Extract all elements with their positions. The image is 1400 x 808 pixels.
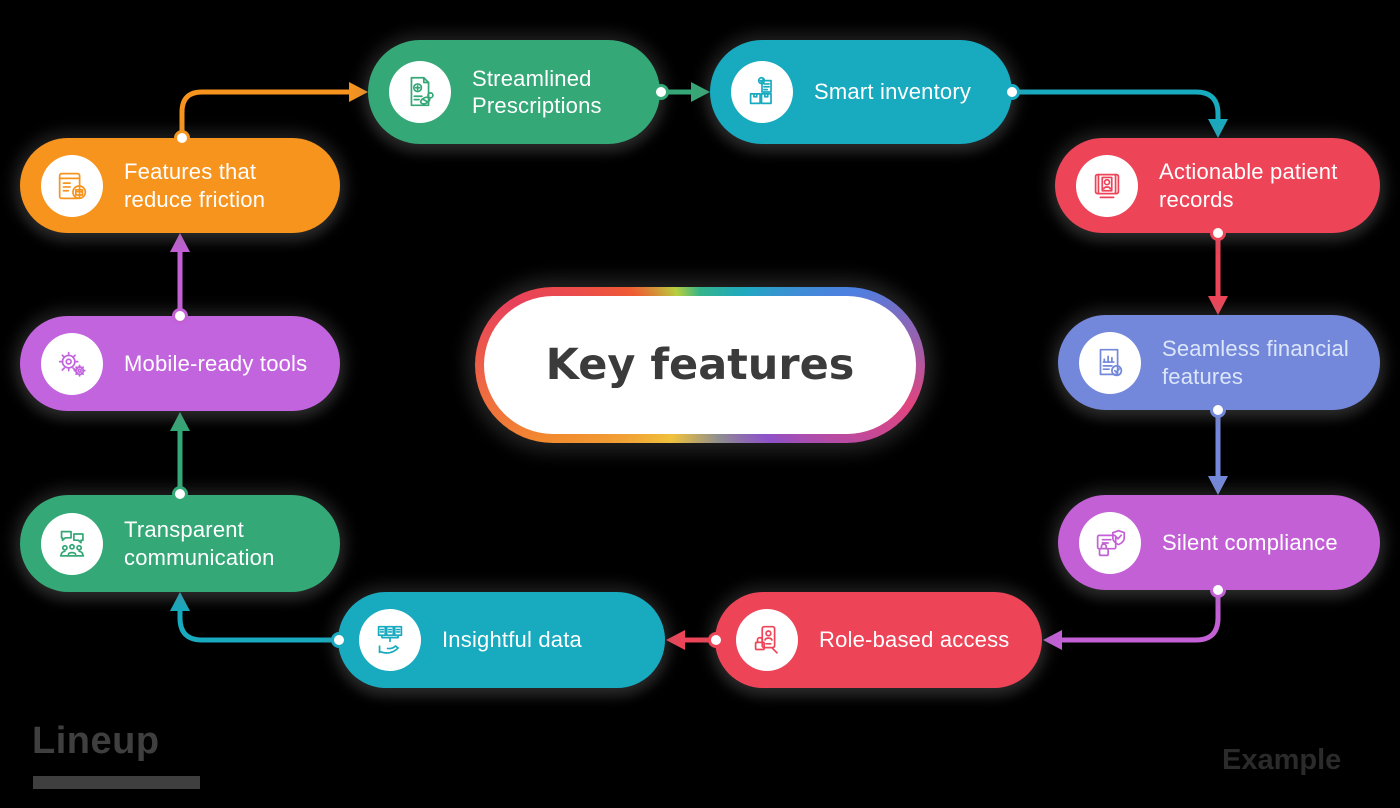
- financial-report-icon: [1079, 331, 1141, 394]
- diagram-title: Key features: [545, 340, 855, 390]
- node-smart-inventory: Smart inventory: [710, 40, 1012, 144]
- arrowhead-data: [666, 630, 685, 650]
- node-label: Mobile-ready tools: [124, 350, 308, 376]
- node-role-based-access: Role-based access: [715, 592, 1042, 688]
- footer-logo-wordmark: Lineup: [32, 720, 160, 762]
- node-label: Silent compliance: [1162, 529, 1338, 555]
- node-label: Insightful data: [442, 627, 582, 653]
- connector-data-communication: [177, 609, 338, 643]
- center-capsule: Key features: [484, 296, 916, 434]
- connector-friction-prescriptions: [179, 89, 350, 132]
- node-transparent-communication: Transparent communication: [20, 495, 340, 592]
- inventory-boxes-icon: [731, 61, 793, 123]
- arrowhead-inventory: [691, 82, 710, 102]
- arrowhead-prescriptions: [349, 82, 368, 102]
- node-streamlined-prescriptions: Streamlined Prescriptions: [368, 40, 660, 144]
- connector-inventory-records: [1012, 89, 1221, 121]
- data-hand-icon: [359, 609, 421, 671]
- connector-compliance-access: [1060, 590, 1221, 643]
- arrowhead-records: [1208, 119, 1228, 138]
- node-label: Smart inventory: [814, 79, 972, 105]
- node-seamless-financial-features: Seamless financial features: [1058, 315, 1380, 410]
- patient-record-icon: [1076, 154, 1138, 217]
- footer-logo-tagline-bar: [33, 776, 200, 789]
- node-insightful-data: Insightful data: [338, 592, 665, 688]
- node-label: Seamless financial features: [1162, 336, 1350, 389]
- shield-lock-icon: [1079, 511, 1141, 574]
- arrowhead-financial: [1208, 296, 1228, 315]
- node-label: Features that reduce friction: [124, 159, 266, 212]
- chat-people-icon: [41, 512, 103, 575]
- node-label: Actionable patient records: [1159, 159, 1338, 212]
- prescription-icon: [389, 61, 451, 123]
- arrowhead-mobile: [170, 412, 190, 431]
- node-silent-compliance: Silent compliance: [1058, 495, 1380, 590]
- footer-watermark: Example: [1222, 744, 1342, 776]
- gears-icon: [41, 332, 103, 395]
- window-package-icon: [41, 154, 103, 217]
- node-mobile-ready-tools: Mobile-ready tools: [20, 316, 340, 411]
- node-label: Role-based access: [819, 627, 1010, 653]
- node-label: Transparent communication: [124, 517, 275, 570]
- node-label: Streamlined Prescriptions: [472, 65, 602, 119]
- role-lock-icon: [736, 609, 798, 671]
- center-capsule-rainbow-border: Key features: [475, 287, 925, 443]
- node-actionable-patient-records: Actionable patient records: [1055, 138, 1380, 233]
- arrowhead-compliance: [1208, 476, 1228, 495]
- node-features-reduce-friction: Features that reduce friction: [20, 138, 340, 233]
- arrowhead-access: [1043, 630, 1062, 650]
- arrowhead-friction: [170, 233, 190, 252]
- arrowhead-communication: [170, 592, 190, 611]
